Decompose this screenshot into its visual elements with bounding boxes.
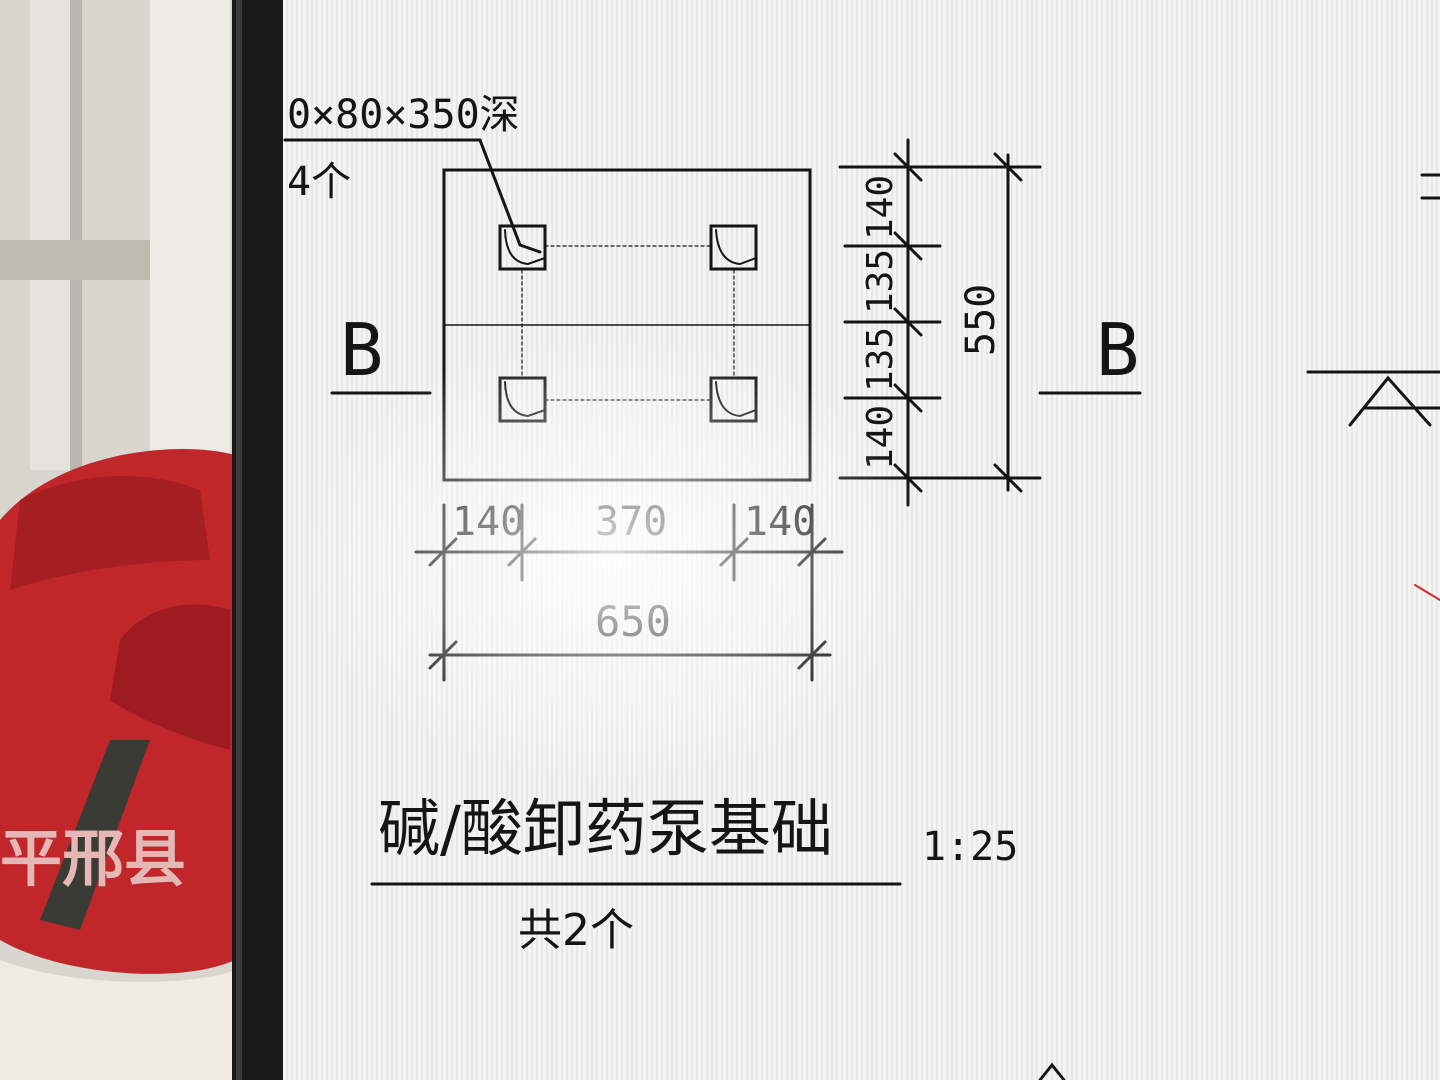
pipe-bracket xyxy=(0,240,150,280)
dim-v-135-a: 135 xyxy=(860,249,901,314)
bag-lettering: 平邢县 xyxy=(0,822,186,895)
red-marker-line xyxy=(1414,584,1440,601)
anchor-hole xyxy=(498,224,547,271)
anchor-hole xyxy=(709,224,758,271)
section-mark-left: B xyxy=(340,308,383,392)
drawing-title: 碱/酸卸药泵基础 xyxy=(378,792,833,865)
dim-total-550: 550 xyxy=(958,284,1004,356)
section-mark-right: B xyxy=(1096,308,1139,392)
door-frame xyxy=(150,0,230,470)
dim-middle-370: 370 xyxy=(595,499,667,545)
svg-text:平邢县: 平邢县 xyxy=(0,822,186,895)
water-pipe xyxy=(30,0,70,470)
cloth xyxy=(0,960,235,1080)
dim-right-140: 140 xyxy=(744,499,816,545)
drawing-scale: 1:25 xyxy=(922,824,1018,870)
dim-v-140-top: 140 xyxy=(860,175,901,240)
red-bag xyxy=(0,448,235,974)
dim-left-140: 140 xyxy=(452,499,524,545)
bag-strap xyxy=(40,740,150,930)
leader-line xyxy=(478,138,542,254)
dim-v-140-bottom: 140 xyxy=(860,405,901,470)
hole-count-label: 4个 xyxy=(287,159,351,205)
anchor-hole xyxy=(709,376,758,423)
dim-v-135-b: 135 xyxy=(860,327,901,392)
anchor-hole xyxy=(498,376,547,423)
hole-spec-label: 0×80×350深 xyxy=(287,92,520,138)
quantity-label: 共2个 xyxy=(518,905,634,956)
dim-total-650: 650 xyxy=(595,597,671,646)
